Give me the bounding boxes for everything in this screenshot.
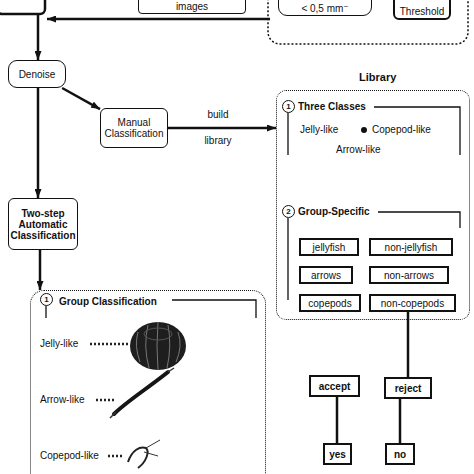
class-box: non-arrows [369,266,449,284]
answer-box: yes [323,443,352,465]
classification-group: Group Classification [30,290,266,474]
node-text: Two-step Automatic Classification [9,208,77,241]
node-text: non-arrows [384,270,434,281]
callout-number: 1 [40,293,53,306]
arrowworm-image [110,368,174,418]
node-text: arrows [311,270,341,281]
threshold-box: Threshold [393,0,451,20]
node-text: images [176,1,208,12]
class-box: copepods [299,294,361,312]
node-text: no [394,449,406,460]
process-box: Denoise [8,60,66,88]
group-title: Group Classification [59,295,157,308]
connector [336,397,339,443]
connector [407,312,410,377]
connector [399,399,402,443]
class-name: Jelly-like [40,338,78,350]
group-title: Library [359,71,396,84]
connector [62,88,100,109]
leader-line [90,343,128,346]
class-box: jellyfish [299,238,359,256]
bracket [288,107,460,155]
callout-number: 2 [282,205,295,218]
node-text: Denoise [19,69,56,80]
flow-arrow [37,14,40,60]
flow-arrow [47,18,270,21]
class-box: arrows [299,266,353,284]
cropped-box [0,0,45,14]
class-name: Copepod-like [372,124,431,136]
node-text: copepods [308,298,351,309]
connector [37,88,40,198]
copepod-image [128,440,160,468]
process-box: Two-step Automatic Classification [8,198,78,250]
node-text: < 0,5 mm⁻ [301,3,348,14]
node-text: jellyfish [313,242,346,253]
class-name: Copepod-like [40,450,99,462]
process-box: Manual Classification [100,108,168,148]
class-name: Arrow-like [336,144,380,156]
node-text: non-copepods [381,298,444,309]
dotted-region [268,0,468,44]
separator-dot [361,127,367,133]
section-title: Three Classes [298,101,366,113]
bracket [288,212,460,300]
decision-box: reject [384,377,432,399]
node-text: Threshold [400,6,444,17]
edge-label: build library [196,102,240,154]
leader-line [96,399,114,402]
class-name: Jelly-like [300,124,338,136]
class-name: Arrow-like [40,394,84,406]
jellyfish-image [130,322,186,370]
node-text: accept [319,381,351,392]
connector [39,250,42,290]
node-text: non-jellyfish [385,242,438,253]
node-text: yes [329,449,346,460]
node-text: Manual Classification [101,117,167,139]
node-text: reject [395,383,422,394]
callout-number: 1 [282,100,295,113]
process-box: images [138,0,246,14]
class-box: non-copepods [369,294,456,312]
section-title: Group-Specific [298,206,370,218]
threshold-value: < 0,5 mm⁻ [278,0,372,16]
connector [168,127,276,130]
leader-line [108,455,124,458]
answer-box: no [385,443,415,465]
class-box: non-jellyfish [369,238,453,256]
decision-box: accept [309,375,360,397]
